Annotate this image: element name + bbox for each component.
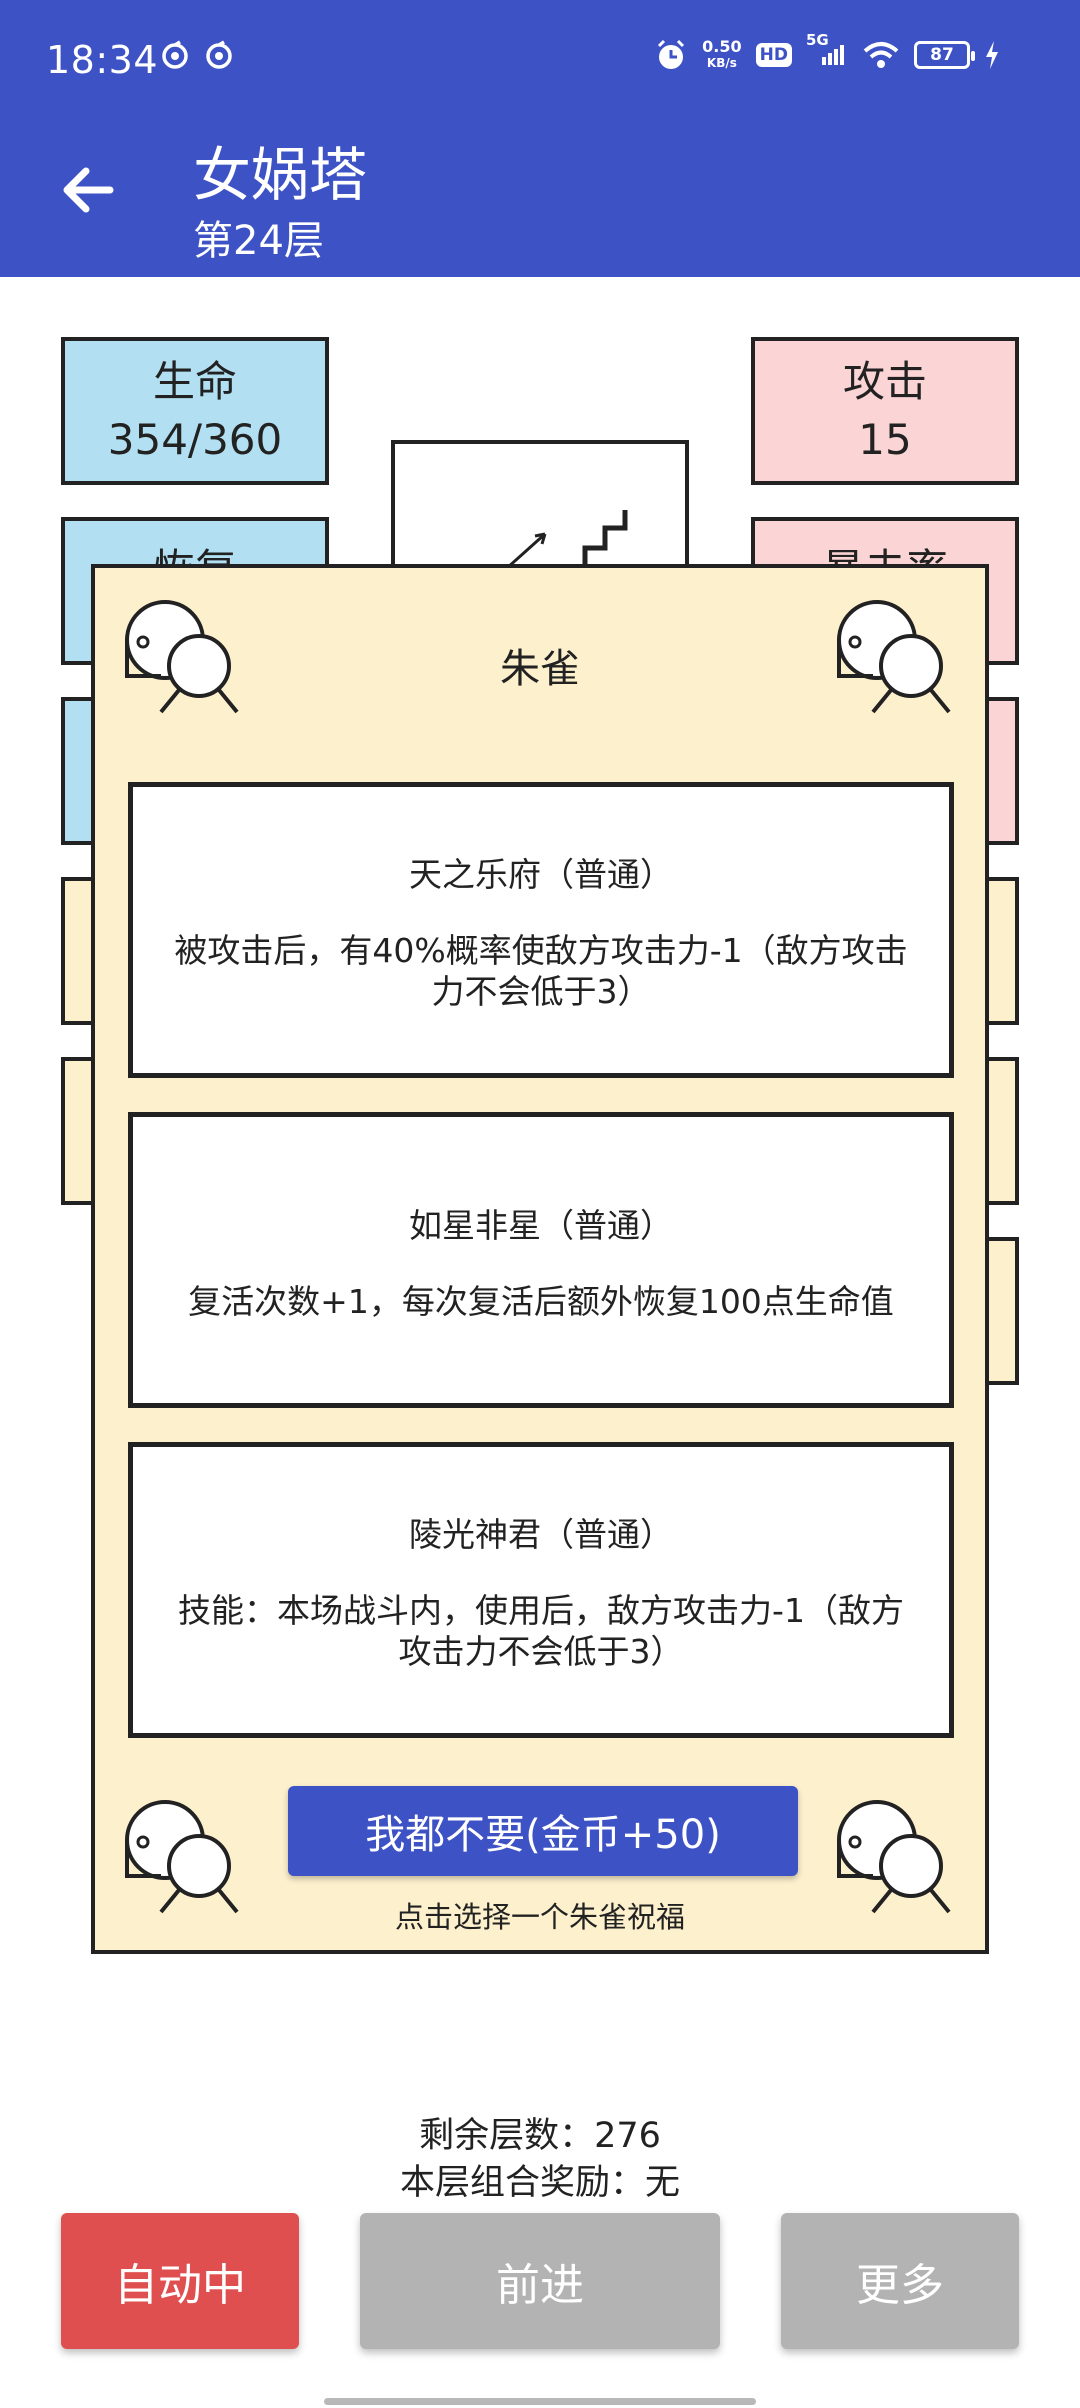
hd-badge: HD — [755, 43, 792, 67]
blessing-title: 如星非星（普通） — [409, 1205, 673, 1245]
blessing-option[interactable]: 陵光神君（普通） 技能：本场战斗内，使用后，敌方攻击力-1（敌方攻击力不会低于3… — [128, 1442, 954, 1738]
ornament-icon — [125, 1800, 239, 1914]
hp-label: 生命 — [152, 357, 237, 406]
forward-button[interactable]: 前进 — [360, 2213, 720, 2349]
floor-subtitle: 第24层 — [193, 218, 324, 264]
blessing-description: 被攻击后，有40%概率使敌方攻击力-1（敌方攻击力不会低于3） — [174, 931, 908, 1011]
blessing-title: 陵光神君（普通） — [409, 1515, 673, 1554]
blessing-dialog: 朱雀 天之乐府（普通） 被攻击后，有40%概率使敌方攻击力-1（敌方攻击力不会低… — [91, 564, 989, 1954]
back-arrow-icon[interactable] — [56, 158, 120, 222]
app-header: 18:34 0.50 KB/s HD 5G 87 女娲塔 第24层 — [0, 0, 1080, 277]
ornament-icon — [125, 600, 239, 714]
combo-reward: 本层组合奖励：无 — [399, 2163, 680, 2203]
dialog-title: 朱雀 — [500, 646, 580, 692]
status-left-icons — [160, 40, 234, 70]
attack-value: 15 — [858, 415, 912, 464]
selection-hint: 点击选择一个朱雀祝福 — [394, 1900, 685, 1934]
blessing-option[interactable]: 如星非星（普通） 复活次数+1，每次复活后额外恢复100点生命值 — [128, 1112, 954, 1408]
skip-blessing-button[interactable]: 我都不要(金币+50) — [288, 1786, 798, 1876]
cellular-signal-icon: 5G — [806, 31, 848, 72]
status-right-icons: 0.50 KB/s HD 5G 87 — [654, 31, 1000, 72]
blessing-option[interactable]: 天之乐府（普通） 被攻击后，有40%概率使敌方攻击力-1（敌方攻击力不会低于3） — [128, 782, 954, 1078]
blessing-description: 技能：本场战斗内，使用后，敌方攻击力-1（敌方攻击力不会低于3） — [178, 1591, 904, 1671]
hp-stat: 生命 354/360 — [61, 337, 329, 485]
ornament-icon — [837, 600, 951, 714]
floor-map — [391, 440, 689, 580]
wifi-icon — [863, 42, 899, 68]
battery-icon: 87 — [914, 41, 975, 69]
blessing-description: 复活次数+1，每次复活后额外恢复100点生命值 — [188, 1281, 894, 1321]
net-speed: 0.50 KB/s — [702, 37, 742, 70]
home-indicator[interactable] — [324, 2398, 756, 2405]
notification-swirl-icon — [206, 40, 232, 69]
more-button[interactable]: 更多 — [781, 2213, 1019, 2349]
attack-label: 攻击 — [842, 357, 927, 406]
stairs-icon — [505, 510, 628, 580]
alarm-icon — [658, 39, 685, 69]
page-title: 女娲塔 — [193, 141, 368, 209]
notification-swirl-icon — [162, 40, 188, 69]
blessing-title: 天之乐府（普通） — [409, 855, 673, 894]
remaining-floors: 剩余层数：276 — [419, 2116, 661, 2156]
ornament-icon — [837, 1800, 951, 1914]
hp-value: 354/360 — [107, 415, 283, 464]
attack-stat: 攻击 15 — [751, 337, 1019, 485]
status-time: 18:34 — [46, 38, 159, 82]
auto-button[interactable]: 自动中 — [61, 2213, 299, 2349]
charging-bolt-icon — [986, 41, 998, 69]
